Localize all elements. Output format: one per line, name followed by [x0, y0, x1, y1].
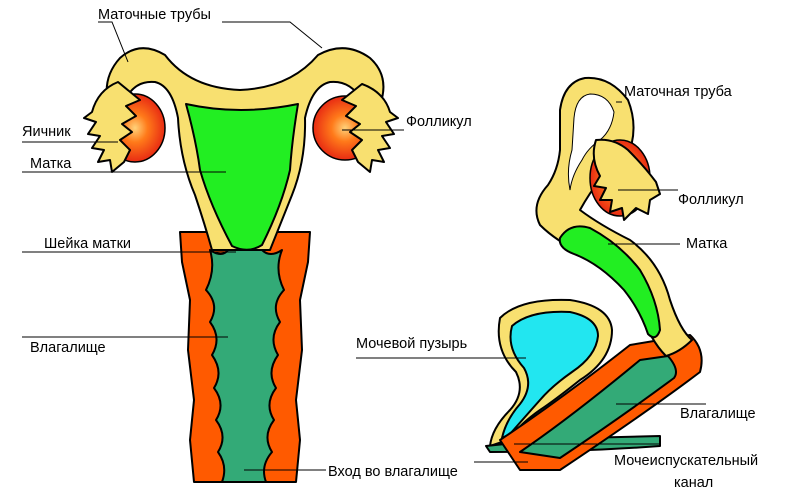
leader-fallopian-tubes-left — [98, 21, 129, 63]
side-fimbriae — [592, 138, 661, 221]
label-bladder: Мочевой пузырь — [356, 336, 467, 352]
label-urethra-line1: Мочеиспускательный — [614, 453, 758, 469]
label-vagina-side: Влагалище — [680, 406, 756, 422]
front-vagina-canal — [205, 249, 285, 483]
label-follicle-side: Фолликул — [678, 192, 744, 208]
side-bladder — [501, 310, 599, 439]
front-right-fimbriae — [341, 83, 399, 173]
front-view — [83, 47, 399, 483]
side-uterus-cavity — [558, 225, 661, 339]
side-vagina-canal — [519, 355, 677, 459]
side-view — [485, 76, 703, 471]
front-left-fimbriae — [83, 81, 141, 173]
label-ovary: Яичник — [22, 124, 71, 140]
label-follicle-front: Фолликул — [406, 114, 472, 130]
label-fallopian-tube-side: Маточная труба — [624, 84, 733, 100]
label-vaginal-entrance: Вход во влагалище — [328, 464, 458, 480]
label-uterus-front: Матка — [30, 156, 72, 172]
label-vagina-front: Влагалище — [30, 340, 106, 356]
leader-lines — [22, 21, 706, 471]
leader-fallopian-tubes-right — [222, 21, 323, 49]
label-uterus-side: Матка — [686, 236, 728, 252]
front-uterus-cavity — [185, 103, 299, 251]
label-urethra-line2: канал — [674, 475, 713, 491]
label-cervix: Шейка матки — [44, 236, 131, 252]
label-fallopian-tubes: Маточные трубы — [98, 7, 211, 23]
labels: Маточные трубы Яичник Фолликул Матка Шей… — [22, 7, 758, 491]
